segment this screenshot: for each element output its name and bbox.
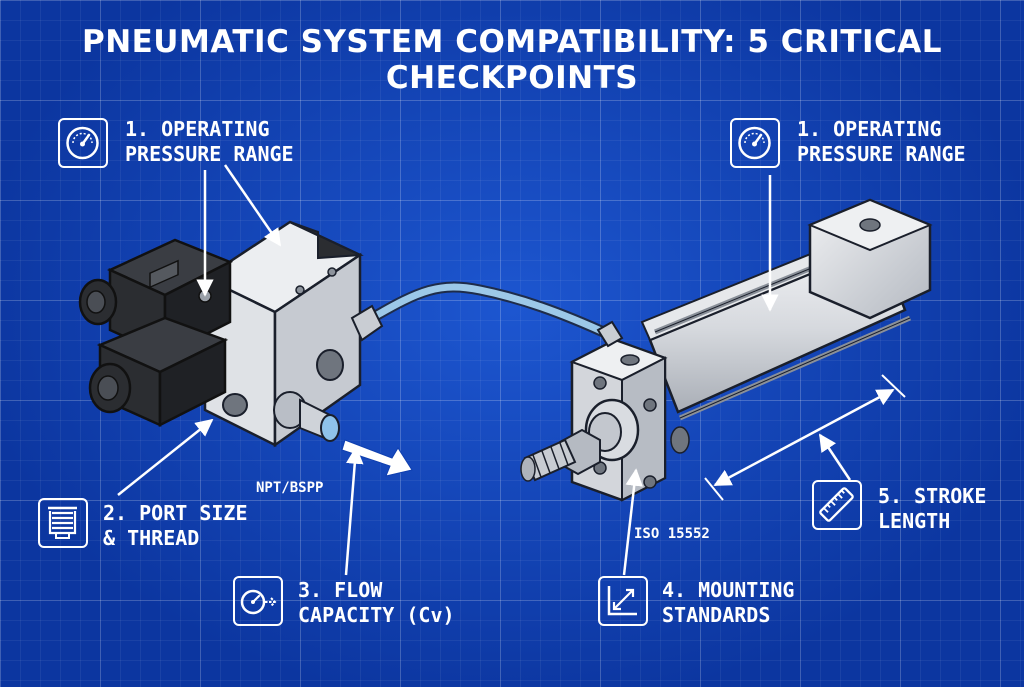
checkpoint-stroke-line2: LENGTH: [878, 509, 951, 533]
pressure-gauge-icon: [730, 118, 780, 168]
checkpoint-port-line2: & THREAD: [103, 526, 200, 550]
checkpoint-flow-line2: CAPACITY (Cv): [298, 603, 455, 627]
checkpoint-port-size: 2. PORT SIZE & THREAD: [103, 501, 248, 551]
checkpoint-pressure-right-line1: 1. OPERATING: [797, 117, 942, 141]
checkpoint-port-line1: 2. PORT SIZE: [103, 501, 248, 525]
flow-direction-arrow: [341, 439, 413, 477]
pressure-gauge-icon: [58, 118, 108, 168]
checkpoint-pressure-left-line1: 1. OPERATING: [125, 117, 270, 141]
mount-standard-label: ISO 15552: [634, 526, 710, 542]
solenoid-valve: [78, 220, 384, 448]
diagram-title: PNEUMATIC SYSTEM COMPATIBILITY: 5 CRITIC…: [81, 24, 943, 96]
checkpoint-stroke-line1: 5. STROKE: [878, 484, 987, 508]
pneumatic-cylinder: [520, 198, 933, 502]
checkpoint-mounting-line1: 4. MOUNTING: [662, 578, 795, 602]
thread-standard-label: NPT/BSPP: [256, 480, 324, 496]
ruler-icon: [812, 480, 862, 530]
checkpoint-pressure-right: 1. OPERATING PRESSURE RANGE: [797, 117, 966, 167]
checkpoint-pressure-right-line2: PRESSURE RANGE: [797, 142, 966, 166]
checkpoint-flow-line1: 3. FLOW: [298, 578, 383, 602]
checkpoint-pressure-left-line2: PRESSURE RANGE: [125, 142, 294, 166]
mounting-square-icon: [598, 576, 648, 626]
stroke-dimension-line: [704, 374, 906, 501]
checkpoint-pressure-left: 1. OPERATING PRESSURE RANGE: [125, 117, 294, 167]
thread-spring-icon: [38, 498, 88, 548]
checkpoint-mounting: 4. MOUNTING STANDARDS: [662, 578, 794, 628]
checkpoint-flow-capacity: 3. FLOW CAPACITY (Cv): [298, 578, 455, 628]
checkpoint-stroke-length: 5. STROKE LENGTH: [878, 484, 986, 534]
leader-lines: [117, 164, 852, 576]
checkpoint-mounting-line2: STANDARDS: [662, 603, 771, 627]
flow-meter-icon: [233, 576, 283, 626]
